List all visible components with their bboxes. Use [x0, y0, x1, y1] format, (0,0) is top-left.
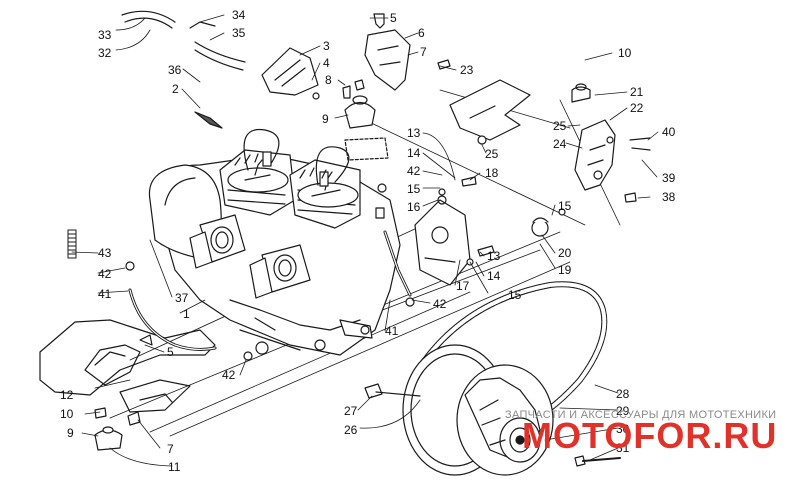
callout-20: 20: [558, 246, 572, 260]
upper-right-bracket: [449, 79, 651, 203]
callout-27: 27: [344, 404, 358, 418]
callout-32: 32: [98, 46, 112, 60]
callout-26: 26: [344, 423, 358, 437]
callout-42d: 42: [222, 368, 236, 382]
leader-lines: [71, 14, 659, 467]
callout-19: 19: [558, 263, 572, 277]
callout-11: 11: [168, 460, 181, 474]
callout-18: 18: [485, 166, 499, 180]
callout-9b: 9: [67, 426, 74, 440]
drive-belt: [422, 281, 608, 443]
callout-40: 40: [662, 125, 676, 139]
callout-10: 10: [618, 46, 632, 60]
callout-35: 35: [232, 26, 246, 40]
callout-2: 2: [172, 82, 179, 96]
callout-36: 36: [168, 63, 182, 77]
callout-42c: 42: [433, 297, 447, 311]
callout-29: 29: [616, 404, 630, 418]
callout-5b: 5: [167, 345, 174, 359]
callout-10b: 10: [60, 407, 74, 421]
callout-30: 30: [616, 422, 630, 436]
callout-8: 8: [325, 73, 332, 87]
callout-43: 43: [98, 246, 112, 260]
callout-15b: 15: [558, 199, 572, 213]
callout-42: 42: [407, 164, 421, 178]
callout-31: 31: [616, 441, 630, 455]
callout-37: 37: [175, 291, 189, 305]
callout-3: 3: [323, 39, 330, 53]
callout-22: 22: [630, 101, 644, 115]
gasket-part: [194, 111, 223, 129]
callout-5: 5: [390, 11, 397, 25]
callout-14: 14: [407, 146, 421, 160]
intake-cover: [261, 47, 320, 100]
clutch-bolts: [364, 383, 621, 467]
callout-15c: 15: [508, 288, 522, 302]
watermark-caption: ЗАПЧАСТИ И АКСЕССУАРЫ ДЛЯ МОТОТЕХНИКИ: [505, 409, 777, 421]
watermark-brand: MOTOFOR.RU: [522, 415, 778, 456]
callout-13: 13: [407, 126, 421, 140]
top-mount-bracket: [344, 29, 411, 161]
callout-23: 23: [460, 63, 474, 77]
clutch-mount-plate: [383, 195, 471, 297]
drive-clutch: [402, 344, 554, 476]
callout-17: 17: [456, 279, 470, 293]
left-mount-plate: [39, 319, 216, 413]
callout-7b: 7: [167, 442, 174, 456]
engine-block: [148, 128, 401, 356]
callout-24: 24: [553, 137, 567, 151]
callout-25: 25: [553, 119, 567, 133]
callout-41: 41: [98, 287, 112, 301]
callout-4: 4: [323, 56, 330, 70]
callout-9: 9: [322, 112, 329, 126]
callout-6: 6: [418, 26, 425, 40]
callout-15: 15: [407, 182, 421, 196]
callout-16: 16: [407, 200, 421, 214]
callout-13b: 13: [487, 249, 501, 263]
callout-12: 12: [60, 388, 74, 402]
spring-part: [67, 229, 77, 259]
callout-14b: 14: [487, 269, 501, 283]
callout-42b: 42: [98, 267, 112, 281]
callout-25b: 25: [485, 147, 499, 161]
callout-33: 33: [98, 28, 112, 42]
callout-34: 34: [232, 8, 246, 22]
hardware-bits: [94, 13, 566, 451]
callout-39: 39: [662, 171, 676, 185]
callout-1: 1: [183, 307, 190, 321]
callout-41b: 41: [385, 324, 399, 338]
callout-38: 38: [662, 190, 676, 204]
callout-7: 7: [420, 45, 427, 59]
callout-28: 28: [616, 387, 630, 401]
callout-21: 21: [630, 85, 644, 99]
